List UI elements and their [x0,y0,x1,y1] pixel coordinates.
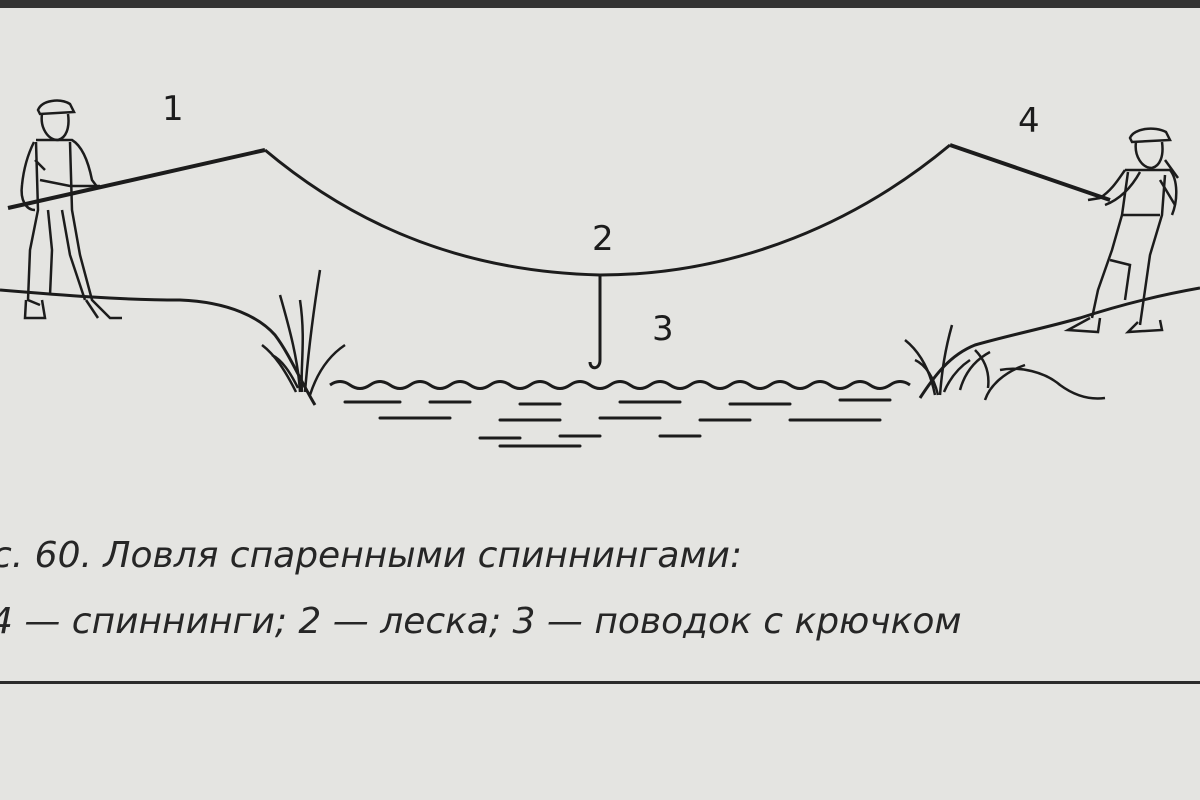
right-rod [949,143,1111,202]
left-reeds [261,269,346,396]
leader-with-hook [588,276,602,370]
right-rocks [958,349,1106,401]
right-fisherman [1063,127,1180,334]
caption-title: с. 60. Ловля спаренными спиннингами: [0,535,743,576]
left-bank [0,288,317,406]
top-edge-bar [0,0,1200,8]
right-bank [918,286,1200,399]
fishing-illustration [0,99,1200,448]
callout-leader: 3 [652,309,674,349]
callout-rod-left: 1 [162,89,184,129]
page-divider [0,681,1200,684]
left-fisherman [20,99,122,320]
fishing-line [264,143,951,277]
right-reeds [904,324,971,396]
left-rod [7,148,266,210]
callout-rod-right: 4 [1018,101,1040,141]
water-dashes [343,398,892,448]
caption-legend: 4 — спиннинги; 2 — леска; 3 — поводок с … [0,601,962,642]
callout-line: 2 [592,219,614,259]
water-surface [329,380,911,390]
